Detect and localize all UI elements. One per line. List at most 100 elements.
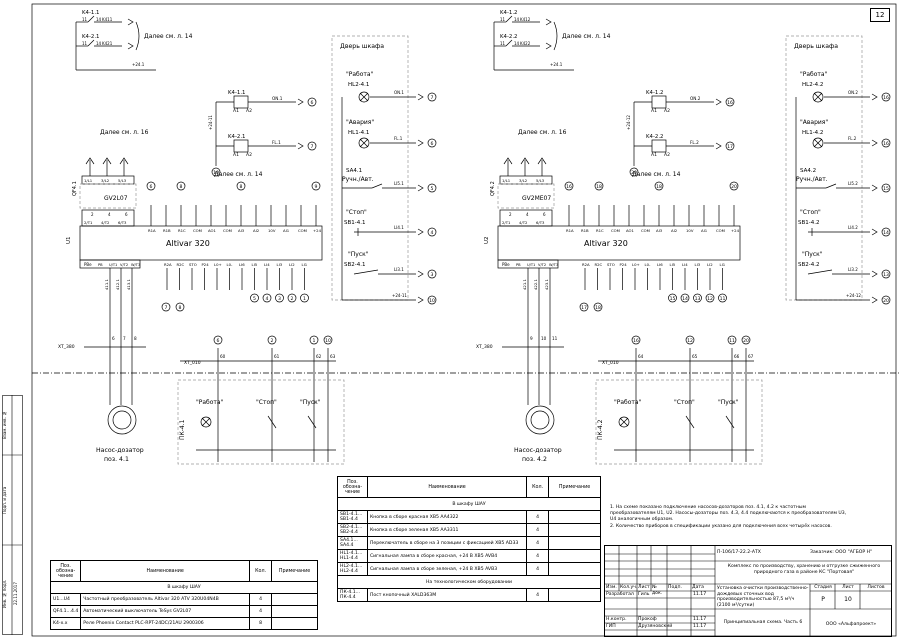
terminal-number: 11 — [552, 336, 558, 341]
ref-number: 2 — [271, 338, 274, 344]
terminal-number: 9 — [530, 336, 533, 341]
table-cell: SB2-4.1... SB2-4.4 — [337, 523, 368, 537]
table-cell: Частотный преобразователь Altivar 320 AT… — [80, 593, 251, 606]
terminal-label: LI1 — [720, 262, 726, 267]
wire-tag: K421 — [102, 41, 113, 46]
table-cell: K4-x.x — [49, 617, 82, 630]
ref-number: 6 — [150, 184, 153, 190]
terminal-label: COM — [298, 228, 307, 233]
terminal-label: STO — [189, 262, 197, 267]
terminal-number: 2 — [509, 212, 512, 217]
table-cell — [548, 523, 601, 537]
local-stop-label: "Стоп" — [674, 399, 695, 406]
wire-tag: FL.2 — [848, 136, 857, 141]
terminal-number: 6 — [112, 336, 115, 341]
relay-tag: K4-1.1 — [82, 10, 99, 16]
arrow-up-icon — [102, 157, 112, 165]
terminal-strip-tag: XT_010 — [184, 360, 201, 366]
ref-circle — [213, 335, 223, 345]
see-sheet-note: Далее см. л. 14 — [562, 33, 611, 40]
wire-tag: 413.1 — [126, 279, 131, 290]
pump-label: Насос-дозатор — [96, 447, 144, 454]
stop-label: "Стоп" — [346, 209, 367, 216]
ref-circle — [881, 92, 891, 102]
indicator-lamp-icon — [812, 137, 824, 149]
local-stop-label: "Стоп" — [256, 399, 277, 406]
wire-line — [619, 417, 629, 427]
wire-line — [87, 15, 95, 23]
arrow-icon — [715, 98, 722, 106]
terminal-strip-tag: XT_380 — [476, 344, 493, 350]
ref-circle — [881, 183, 891, 193]
relay-tag: K4-2.1 — [82, 34, 99, 40]
terminal-number: 7 — [123, 336, 126, 341]
pushbutton-contact — [307, 415, 317, 429]
wire-line — [359, 138, 369, 148]
arrow-icon — [297, 142, 304, 150]
terminal-label: 5/L3 — [536, 178, 545, 183]
ref-circle — [427, 92, 437, 102]
selector-switch — [825, 183, 837, 189]
see-sheet-note: Далее см. л. 14 — [632, 171, 681, 178]
arrow-icon — [417, 93, 424, 101]
ref-number: 14 — [883, 230, 889, 236]
terminal-label: PBe — [502, 262, 510, 267]
start-label: "Пуск" — [802, 251, 823, 258]
terminal-label: 3/L2 — [101, 178, 110, 183]
pin-label: A1 — [233, 152, 239, 158]
pushbutton-contact — [725, 415, 735, 429]
pin-number: 11 — [500, 41, 506, 46]
indicator-lamp-icon — [812, 91, 824, 103]
pump-label: поз. 4.1 — [104, 456, 129, 463]
wire-line — [807, 269, 833, 275]
stage-header: Стадия — [814, 585, 832, 590]
drive-model: Altivar 320 — [166, 239, 210, 248]
ref-number: 14 — [682, 296, 688, 302]
arrow-icon — [545, 18, 552, 26]
terminal-label: 1/L1 — [84, 178, 93, 183]
ref-number: 10 — [429, 298, 435, 304]
breaker-body — [79, 183, 137, 209]
title-block: П-106/17-22.2-АТХ Заказчик: ООО "АГБОР Н… — [604, 545, 892, 637]
ref-circle — [262, 293, 272, 303]
spec-table-cabinet: Поз. обозна- чение Наименование Кол. При… — [49, 560, 318, 630]
brace — [135, 21, 140, 51]
col-doc: № док. — [652, 585, 663, 596]
local-run-label: "Работа" — [196, 399, 224, 406]
table-section: В шкафу ШАУ — [337, 497, 601, 511]
col-note: Примечание — [271, 560, 318, 582]
ref-number: 17 — [727, 144, 733, 150]
stop-tag: SB1-4.1 — [344, 220, 366, 226]
ref-number: 7 — [165, 305, 168, 311]
ref-number: 16 — [633, 338, 639, 344]
col-qty: Кол. — [526, 476, 550, 498]
ref-number: 6 — [431, 141, 434, 147]
lamp-label: "Авария" — [800, 119, 828, 126]
terminal-label: COM — [641, 228, 650, 233]
table-cell: Кнопка в сборе зеленая XB5 AA3311 — [366, 523, 528, 537]
table-cell: Реле Phoenix Contact PLC-RPT-24DC/21AU 2… — [80, 617, 251, 630]
indicator-lamp-icon — [358, 91, 370, 103]
drive-body — [79, 225, 323, 261]
selector-tag: SA4.2 — [800, 168, 816, 174]
company: ООО «Альфапроект» — [825, 622, 877, 627]
relay-coil — [651, 139, 667, 153]
table-cell — [548, 510, 601, 524]
ref-number: 5 — [431, 186, 434, 192]
col-list: Лист — [638, 585, 650, 590]
table-cell: 4 — [526, 523, 550, 537]
wire-tag: ON.1 — [394, 90, 404, 95]
role-gip: ГИП — [606, 624, 616, 629]
ref-circle — [236, 181, 246, 191]
arrow-icon — [871, 296, 878, 304]
col-date: Дата — [692, 585, 704, 590]
ref-circle — [275, 293, 284, 303]
sheet-header: Лист — [842, 585, 854, 590]
terminal-label: L0+ — [214, 262, 222, 267]
table-cell: 4 — [526, 549, 550, 563]
ref-circle — [250, 293, 259, 303]
table-section: На технологическом оборудовании — [337, 575, 601, 589]
side-label: Взам. инв. № — [2, 411, 7, 439]
terminal-label: R1B — [581, 228, 589, 233]
